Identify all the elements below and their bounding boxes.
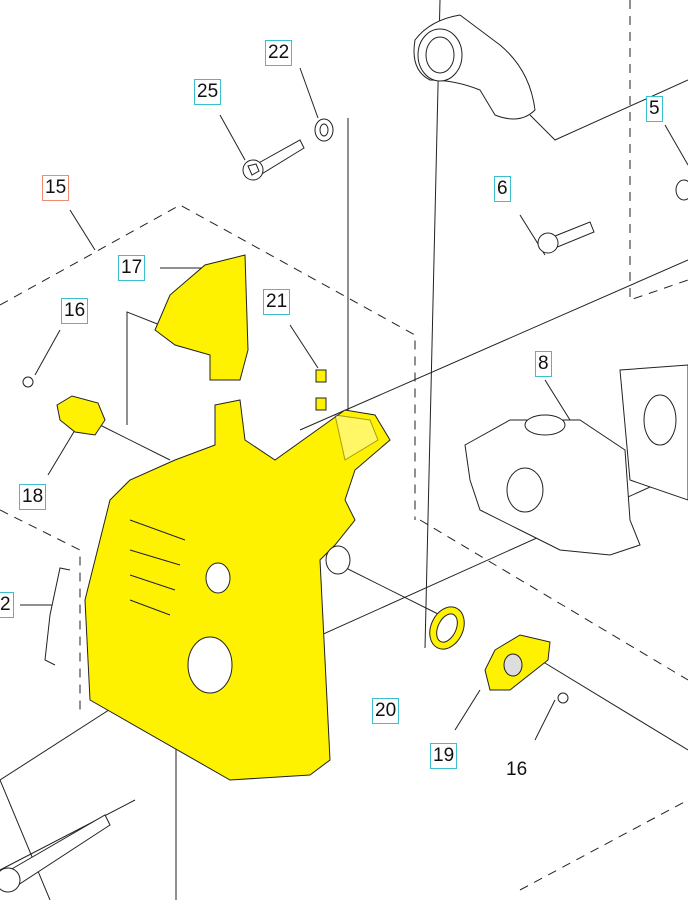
air-filter-housing-yellow — [84, 399, 391, 781]
callout-15[interactable]: 15 — [42, 175, 70, 201]
washer-5 — [675, 179, 688, 201]
long-bolt — [0, 814, 111, 893]
screw-25 — [242, 139, 305, 181]
part-18-yellow — [56, 395, 106, 436]
plate-19-yellow — [484, 634, 551, 691]
callout-6[interactable]: 6 — [494, 176, 511, 202]
screw-16-small — [22, 376, 34, 388]
part-21-yellow — [315, 369, 327, 411]
callout-18[interactable]: 18 — [19, 484, 47, 510]
screw-16-small — [557, 692, 569, 704]
callout-20[interactable]: 20 — [372, 698, 400, 724]
callout-19[interactable]: 19 — [430, 743, 458, 769]
callout-16-bottom[interactable]: 16 — [506, 759, 528, 780]
callout-8[interactable]: 8 — [535, 351, 552, 377]
part-17-yellow — [154, 254, 249, 381]
rod-2 — [44, 567, 71, 666]
washer-22 — [314, 118, 334, 142]
intake-elbow — [413, 14, 536, 120]
screw-6 — [537, 221, 595, 254]
callout-2[interactable]: 2 — [0, 592, 14, 618]
carburetor — [464, 364, 688, 556]
callout-22[interactable]: 22 — [265, 40, 293, 66]
callout-16[interactable]: 16 — [61, 298, 89, 324]
callout-25[interactable]: 25 — [194, 79, 222, 105]
ring-20-yellow — [429, 606, 465, 650]
callout-17[interactable]: 17 — [118, 255, 146, 281]
callout-5[interactable]: 5 — [646, 96, 663, 122]
callout-21[interactable]: 21 — [263, 289, 291, 315]
